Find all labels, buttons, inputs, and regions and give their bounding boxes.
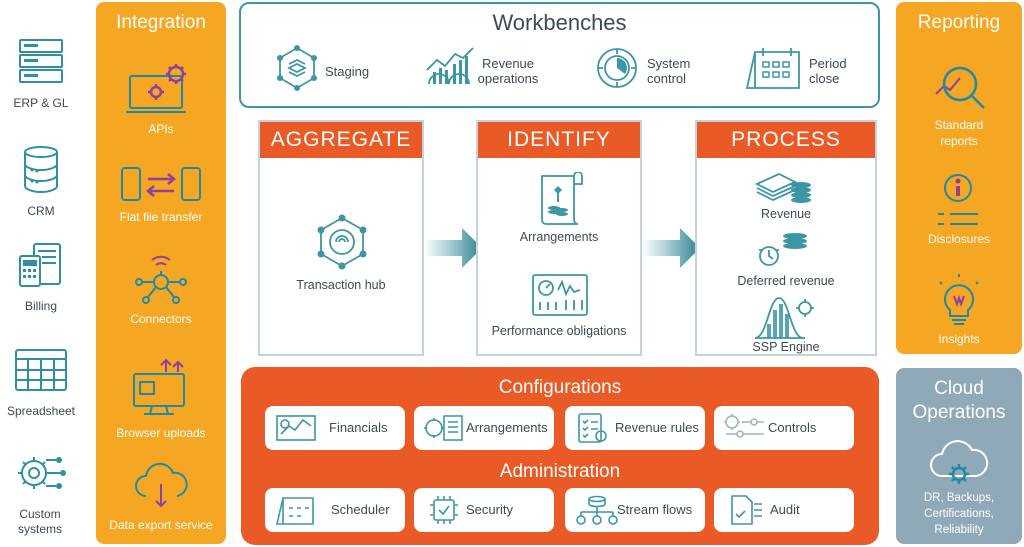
cloud-operations-panel: Cloud Operations DR, Backups, Certificat…: [896, 368, 1022, 544]
lightbulb-icon: [939, 274, 979, 325]
identify-column: IDENTIFY Arrangements Performance obliga…: [476, 120, 642, 356]
calendar-icon: [745, 48, 800, 89]
config-card-label: Financials: [329, 420, 388, 435]
database-icon: [24, 146, 58, 194]
stage-item-label: Performance obligations: [491, 324, 627, 338]
source-label: CRM: [27, 204, 55, 218]
config-card-financials[interactable]: Financials: [265, 406, 405, 450]
api-laptop-icon: [126, 64, 186, 113]
admin-card-audit[interactable]: Audit: [714, 488, 854, 532]
spreadsheet-icon: [15, 349, 67, 391]
checklist-gear-icon: [578, 413, 607, 443]
workbenches-title: Workbenches: [492, 10, 627, 35]
configurations-panel: Configurations Financials Arrangements R…: [241, 367, 879, 545]
integration-item-label: Connectors: [130, 312, 192, 326]
file-transfer-icon: [121, 167, 201, 201]
source-label: Custom systems: [17, 507, 62, 536]
flow-arrow-right-icon: [642, 228, 700, 268]
billing-icon: [19, 243, 61, 287]
cloud-title: Operations: [912, 402, 1006, 423]
integration-title: Integration: [116, 12, 206, 33]
cloud-line: Certifications,: [924, 508, 994, 520]
audit-document-icon: [731, 495, 762, 525]
admin-card-label: Audit: [770, 502, 800, 517]
integration-item-label: Data export service: [109, 518, 213, 532]
stage-item-label: Deferred revenue: [737, 274, 835, 288]
magnifier-chart-icon: [935, 66, 985, 109]
staging-icon: [277, 45, 317, 91]
arrangements-doc-icon: [424, 415, 463, 441]
money-stack-icon: [754, 173, 811, 203]
financials-chart-icon: [276, 415, 316, 441]
disclosure-icon: [938, 174, 978, 225]
process-column: PROCESS Revenue Deferred revenue SSP Eng…: [695, 120, 877, 356]
admin-card-scheduler[interactable]: Scheduler: [265, 488, 405, 532]
identify-title: IDENTIFY: [478, 122, 640, 158]
reporting-item-label: Standard: [934, 118, 984, 132]
workbench-label: Staging: [325, 64, 370, 79]
config-card-label: Arrangements: [466, 420, 548, 435]
workbench-label: close: [809, 71, 840, 86]
cloud-gear-icon: [930, 440, 989, 484]
workbench-label: Revenue: [481, 56, 535, 71]
config-card-label: Revenue rules: [615, 420, 699, 435]
config-card-arrangements[interactable]: Arrangements: [414, 406, 554, 450]
process-title: PROCESS: [697, 122, 875, 158]
reporting-item-label: Insights: [938, 332, 980, 346]
cloud-line: Reliability: [934, 524, 984, 536]
deferred-clock-icon: [759, 233, 807, 266]
dashboard-monitor-icon: [532, 274, 588, 316]
workbenches-panel: Workbenches Staging Revenue operations S…: [239, 2, 880, 108]
admin-card-security[interactable]: Security: [414, 488, 554, 532]
custom-systems-icon: [18, 457, 66, 489]
integration-item-label: Browser uploads: [116, 426, 206, 440]
integration-item-label: APIs: [148, 122, 174, 136]
browser-upload-icon: [133, 358, 185, 415]
reporting-item-label: Disclosures: [927, 232, 990, 246]
stage-item-label: Transaction hub: [296, 278, 386, 292]
stage-item-label: SSP Engine: [752, 340, 820, 354]
configurations-title: Configurations: [498, 377, 622, 398]
controls-sliders-icon: [724, 414, 764, 438]
config-card-controls[interactable]: Controls: [714, 406, 854, 450]
source-label: ERP & GL: [13, 96, 69, 110]
admin-card-label: Stream flows: [617, 502, 693, 517]
stage-item-label: Revenue: [760, 207, 812, 221]
connectors-icon: [135, 255, 187, 304]
contract-scroll-icon: [541, 172, 583, 225]
workbench-label: control: [647, 71, 687, 86]
admin-card-stream-flows[interactable]: Stream flows: [565, 488, 705, 532]
system-control-icon: [597, 48, 637, 88]
source-label: Spreadsheet: [6, 404, 76, 418]
server-icon: [19, 39, 63, 83]
aggregate-title: AGGREGATE: [260, 122, 422, 158]
stream-flows-icon: [576, 495, 618, 525]
reporting-title: Reporting: [917, 12, 1001, 33]
bell-curve-gear-icon: [754, 297, 814, 339]
reporting-item-label: reports: [940, 134, 978, 148]
scheduler-calendar-icon: [275, 497, 314, 525]
transaction-hub-icon: [317, 214, 367, 270]
cloud-title: Cloud: [934, 378, 984, 399]
security-chip-icon: [430, 496, 458, 524]
admin-card-label: Scheduler: [331, 502, 390, 517]
stage-item-label: Arrangements: [519, 230, 599, 244]
cloud-line: DR, Backups,: [923, 492, 995, 504]
reporting-panel: Reporting Standard reports Disclosures I…: [896, 2, 1022, 354]
administration-title: Administration: [499, 461, 621, 482]
config-card-label: Controls: [768, 420, 817, 435]
aggregate-column: AGGREGATE Transaction hub: [258, 120, 424, 356]
flow-arrow-right-icon: [424, 228, 482, 268]
workbench-label: Period: [809, 56, 847, 71]
source-label: Billing: [24, 299, 57, 313]
integration-panel: Integration APIs Flat file transfer Conn…: [96, 2, 226, 544]
admin-card-label: Security: [466, 502, 513, 517]
integration-item-label: Flat file transfer: [119, 210, 203, 224]
config-card-revenue-rules[interactable]: Revenue rules: [565, 406, 705, 450]
cloud-export-icon: [135, 462, 188, 508]
sources-column: ERP & GL CRM Billing: [0, 0, 90, 547]
workbench-label: operations: [477, 71, 539, 86]
workbench-label: System: [647, 56, 691, 71]
revenue-operations-icon: [426, 47, 474, 85]
